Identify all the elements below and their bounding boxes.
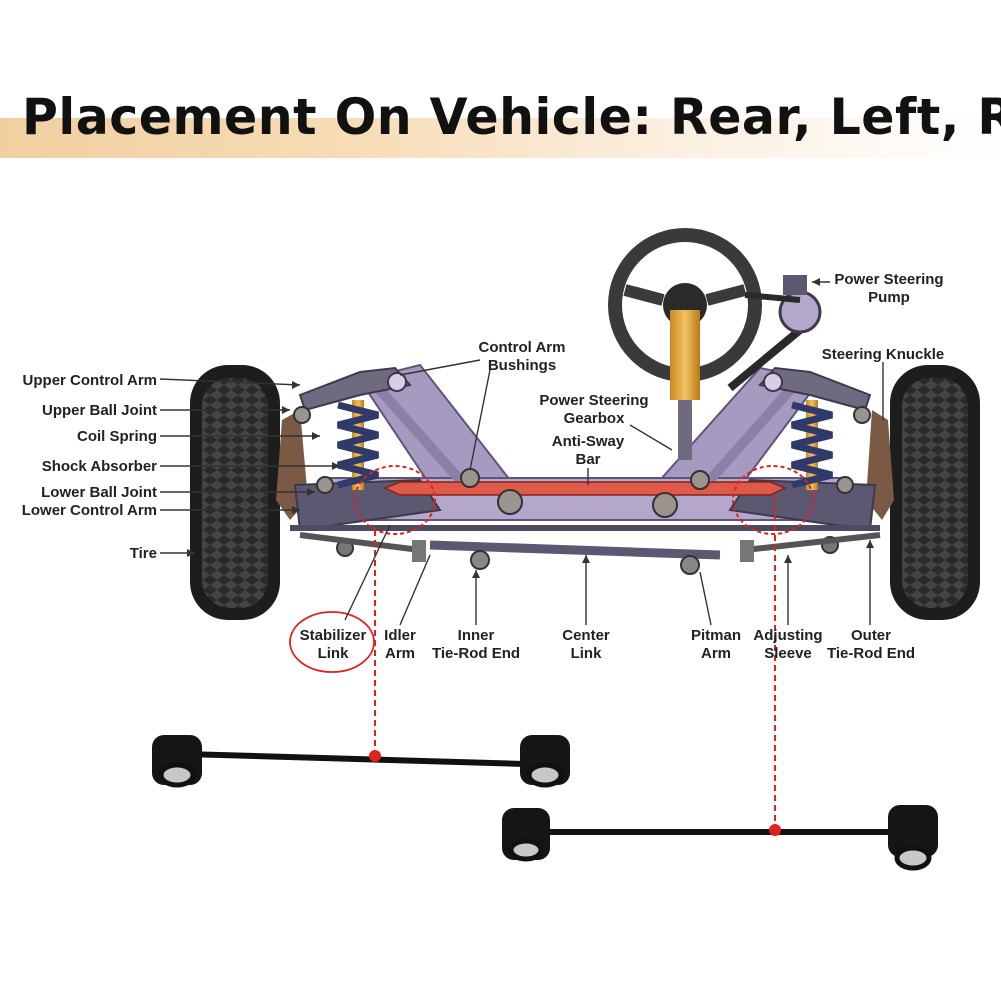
label-control-arm-bushings-1: Control Arm: [479, 339, 566, 356]
title-highlight-band: [0, 118, 1001, 158]
label-control-arm-bushings-2: Bushings: [488, 357, 556, 374]
power-steering-pump: [727, 275, 822, 392]
anti-sway-bar: [383, 481, 787, 496]
right-highlight-circle: [732, 465, 814, 535]
label-outer-tie-rod-end-2: Tie-Rod End: [827, 645, 915, 662]
label-power-steering-pump-1: Power Steering: [834, 271, 943, 288]
label-adjusting-sleeve-2: Sleeve: [764, 645, 812, 662]
right-coil-spring: [791, 400, 833, 490]
steering-wheel: [608, 228, 762, 460]
label-power-steering-gearbox-2: Gearbox: [564, 410, 626, 427]
steering-linkage: [290, 525, 881, 575]
label-center-link-2: Link: [571, 645, 602, 662]
label-lower-ball-joint: Lower Ball Joint: [41, 484, 157, 501]
label-anti-sway-bar-1: Anti-Sway: [552, 433, 625, 450]
label-stabilizer-link-1: Stabilizer: [300, 627, 367, 644]
right-tire: [890, 365, 980, 620]
label-power-steering-gearbox-1: Power Steering: [539, 392, 648, 409]
page-title: Placement On Vehicle: Rear, Left, Right: [22, 88, 1001, 146]
label-coil-spring: Coil Spring: [77, 428, 157, 445]
label-tire: Tire: [130, 545, 157, 562]
label-idler-arm-2: Arm: [385, 645, 415, 662]
label-upper-control-arm: Upper Control Arm: [23, 372, 157, 389]
label-stabilizer-link-2: Link: [318, 645, 349, 662]
frame-bushings: [293, 406, 871, 518]
left-coil-spring: [337, 400, 379, 490]
label-upper-ball-joint: Upper Ball Joint: [42, 402, 157, 419]
label-pitman-arm-1: Pitman: [691, 627, 741, 644]
label-lower-control-arm: Lower Control Arm: [22, 502, 157, 519]
leader-lines: [159, 281, 884, 626]
stabilizer-link-product-2: [502, 805, 938, 871]
label-center-link-1: Center: [562, 627, 610, 644]
label-anti-sway-bar-2: Bar: [575, 451, 600, 468]
label-inner-tie-rod-end-2: Tie-Rod End: [432, 645, 520, 662]
label-pitman-arm-2: Arm: [701, 645, 731, 662]
label-idler-arm-1: Idler: [384, 627, 416, 644]
label-inner-tie-rod-end-1: Inner: [458, 627, 495, 644]
label-power-steering-pump-2: Pump: [868, 289, 910, 306]
leader-arrowheads: [187, 278, 874, 578]
label-outer-tie-rod-end-1: Outer: [851, 627, 891, 644]
stabilizer-link-product-1: [152, 735, 570, 788]
label-adjusting-sleeve-1: Adjusting: [753, 627, 822, 644]
label-steering-knuckle: Steering Knuckle: [822, 346, 945, 363]
label-shock-absorber: Shock Absorber: [42, 458, 157, 475]
left-highlight-circle: [354, 465, 436, 535]
